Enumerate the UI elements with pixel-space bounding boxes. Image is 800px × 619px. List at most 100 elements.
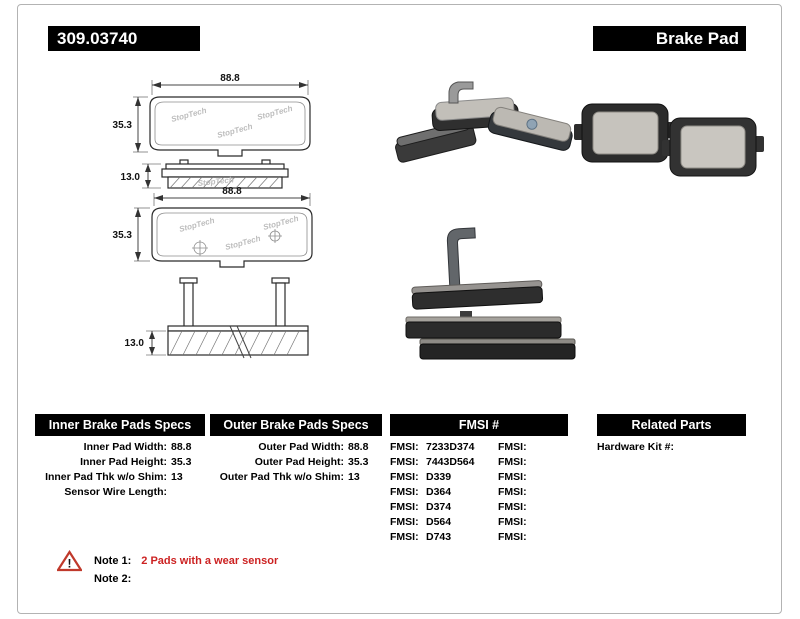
fmsi-row: FMSI: 7443D564 FMSI: — [390, 455, 568, 469]
spec-row-outer-pad-height: Outer Pad Height: 35.3 — [210, 455, 382, 469]
spec-label: Outer Pad Thk w/o Shim: — [219, 471, 344, 483]
spec-row-outer-pad-width: Outer Pad Width: 88.8 — [210, 440, 382, 454]
dimension-width-2: 88.8 — [153, 186, 311, 206]
fmsi-value: 7443D564 — [426, 456, 475, 468]
drawing-front-view-2: StopTech StopTech StopTech — [151, 207, 313, 268]
part-number: 309.03740 — [48, 26, 200, 51]
fmsi-value — [538, 485, 568, 499]
dim-width-label-2: 88.8 — [222, 186, 242, 197]
fmsi-label: FMSI: — [390, 486, 419, 498]
product-type-title: Brake Pad — [593, 26, 746, 51]
spec-row-inner-pad-width: Inner Pad Width: 88.8 — [35, 440, 205, 454]
warning-triangle-icon: ! — [57, 550, 82, 572]
product-photo-stack — [405, 311, 576, 360]
fmsi-value — [538, 530, 568, 544]
dimension-thickness-2: 13.0 — [125, 330, 166, 356]
spec-label: Inner Pad Thk w/o Shim: — [45, 471, 167, 483]
dim-height-label-1: 35.3 — [113, 120, 133, 131]
watermark-text: StopTech — [197, 175, 234, 188]
related-parts-table: Related Parts Hardware Kit #: — [597, 414, 746, 454]
related-label: Hardware Kit #: — [597, 441, 675, 453]
fmsi-value: D374 — [426, 501, 452, 513]
related-parts-header: Related Parts — [597, 414, 746, 436]
fmsi-table: FMSI # FMSI: 7233D374 FMSI: FMSI: 7443D5… — [390, 414, 568, 544]
outer-specs-header: Outer Brake Pads Specs — [210, 414, 382, 436]
spec-value: 35.3 — [348, 456, 369, 468]
dimension-height-1: 35.3 — [113, 96, 148, 153]
fmsi-header: FMSI # — [390, 414, 568, 436]
spec-value: 13 — [171, 471, 183, 483]
drawing-side-view-2 — [167, 277, 309, 359]
page-border — [17, 4, 782, 614]
fmsi-label: FMSI: — [498, 456, 527, 468]
fmsi-label: FMSI: — [390, 501, 419, 513]
fmsi-label: FMSI: — [498, 486, 527, 498]
note-1-label: Note 1: — [94, 555, 132, 567]
fmsi-value: D339 — [426, 471, 452, 483]
fmsi-label: FMSI: — [498, 531, 527, 543]
spec-value — [167, 485, 205, 499]
product-photo-top-group — [395, 81, 573, 163]
fmsi-label: FMSI: — [390, 456, 419, 468]
fmsi-value: D564 — [426, 516, 452, 528]
dimension-thickness-1: 13.0 — [121, 163, 161, 189]
drawing-side-view-1: StopTech — [161, 159, 289, 189]
fmsi-value — [538, 455, 568, 469]
related-parts-row: Hardware Kit #: — [597, 440, 746, 454]
dim-thickness-label-1: 13.0 — [121, 172, 141, 183]
wear-sensor-clip-photo — [448, 81, 474, 104]
fmsi-value — [538, 440, 568, 454]
fmsi-label: FMSI: — [498, 516, 527, 528]
fmsi-value: D743 — [426, 531, 452, 543]
fmsi-row: FMSI: D374 FMSI: — [390, 500, 568, 514]
spec-value: 35.3 — [171, 456, 192, 468]
dimension-width-1: 88.8 — [151, 73, 309, 95]
spec-label: Inner Pad Width: — [83, 441, 167, 453]
fmsi-value — [538, 515, 568, 529]
fmsi-row: FMSI: D339 FMSI: — [390, 470, 568, 484]
spec-label: Outer Pad Height: — [254, 456, 344, 468]
spec-label: Outer Pad Width: — [258, 441, 344, 453]
fmsi-value — [538, 500, 568, 514]
fmsi-row: FMSI: D743 FMSI: — [390, 530, 568, 544]
spec-row-outer-pad-thickness: Outer Pad Thk w/o Shim: 13 — [210, 470, 382, 484]
note-2-label: Note 2: — [94, 573, 132, 585]
dim-width-label-1: 88.8 — [220, 73, 240, 84]
product-photo-bracket-pad — [411, 227, 544, 310]
fmsi-row: FMSI: D564 FMSI: — [390, 515, 568, 529]
dimension-height-2: 35.3 — [113, 207, 150, 262]
spec-row-inner-pad-height: Inner Pad Height: 35.3 — [35, 455, 205, 469]
fmsi-label: FMSI: — [498, 471, 527, 483]
note-1-text: 2 Pads with a wear sensor — [141, 555, 279, 567]
spec-value: 88.8 — [348, 441, 369, 453]
outer-specs-table: Outer Brake Pads Specs Outer Pad Width: … — [210, 414, 382, 484]
fmsi-label: FMSI: — [390, 516, 419, 528]
fmsi-label: FMSI: — [390, 441, 419, 453]
fmsi-row: FMSI: D364 FMSI: — [390, 485, 568, 499]
fmsi-label: FMSI: — [390, 531, 419, 543]
fmsi-row: FMSI: 7233D374 FMSI: — [390, 440, 568, 454]
fmsi-label: FMSI: — [390, 471, 419, 483]
technical-drawings: StopTech StopTech StopTech 88.8 35.3 — [113, 73, 764, 360]
note-1: Note 1: 2 Pads with a wear sensor — [94, 555, 278, 567]
related-value — [674, 441, 678, 453]
fmsi-label: FMSI: — [498, 501, 527, 513]
note-2: Note 2: — [94, 573, 141, 585]
inner-specs-table: Inner Brake Pads Specs Inner Pad Width: … — [35, 414, 205, 499]
dim-height-label-2: 35.3 — [113, 230, 133, 241]
inner-specs-header: Inner Brake Pads Specs — [35, 414, 205, 436]
fmsi-value — [538, 470, 568, 484]
spec-label: Inner Pad Height: — [80, 456, 167, 468]
dim-thickness-label-2: 13.0 — [125, 338, 145, 349]
spec-label: Sensor Wire Length: — [64, 486, 167, 498]
spec-row-inner-pad-thickness: Inner Pad Thk w/o Shim: 13 — [35, 470, 205, 484]
drawing-front-view-1: StopTech StopTech StopTech — [149, 96, 311, 157]
product-photo-right-group — [574, 103, 764, 177]
spec-row-sensor-wire-length: Sensor Wire Length: — [35, 485, 205, 499]
fmsi-value: D364 — [426, 486, 452, 498]
spec-value: 88.8 — [171, 441, 192, 453]
fmsi-label: FMSI: — [498, 441, 527, 453]
spec-value: 13 — [348, 471, 360, 483]
fmsi-value: 7233D374 — [426, 441, 475, 453]
